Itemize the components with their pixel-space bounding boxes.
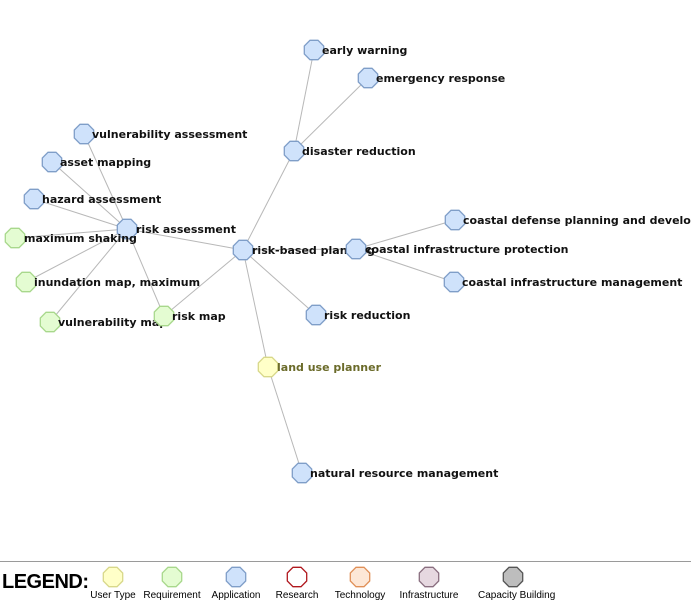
legend-swatch-icon [225, 566, 247, 588]
node-marker [23, 188, 45, 210]
node-marker [444, 209, 466, 231]
edge-risk_based_planning-coastal_infra_protection [242, 248, 357, 251]
legend-item-application: Application [201, 565, 271, 601]
edge-maximum_shaking-risk_assessment [14, 228, 128, 239]
node-marker [357, 67, 379, 89]
node-inundation-map[interactable]: inundation map, maximum [15, 271, 200, 293]
node-risk-assessment[interactable]: risk assessment [116, 218, 236, 240]
legend-swatch-icon [161, 566, 183, 588]
legend-swatch-icon [418, 566, 440, 588]
node-land-use-planner[interactable]: land use planner [257, 356, 382, 378]
node-coastal-infra-management[interactable]: coastal infrastructure management [443, 271, 682, 293]
node-risk-map[interactable]: risk map [153, 305, 226, 327]
legend-item-research: Research [262, 565, 332, 601]
node-label: inundation map, maximum [34, 276, 200, 289]
node-label: emergency response [376, 72, 505, 85]
legend-swatch-icon [102, 566, 124, 588]
edge-vulnerability_assessment-risk_assessment [83, 133, 128, 230]
legend-item-user: User Type [78, 565, 148, 601]
node-label: risk assessment [136, 223, 236, 236]
node-emergency-response[interactable]: emergency response [357, 67, 505, 89]
node-marker [116, 218, 138, 240]
edge-hazard_assessment-risk_assessment [33, 198, 128, 230]
edge-risk_based_planning-land_use_planner [242, 249, 269, 368]
node-label: maximum shaking [24, 232, 137, 245]
node-coastal-infra-protection[interactable]: coastal infrastructure protection [345, 238, 568, 260]
legend-swatch-icon [286, 566, 308, 588]
node-natural-resource-management[interactable]: natural resource management [291, 462, 498, 484]
legend-label: User Type [90, 590, 136, 601]
node-label: vulnerability map [58, 316, 167, 329]
node-marker [39, 311, 61, 333]
node-coastal-defense[interactable]: coastal defense planning and development [444, 209, 691, 231]
node-label: asset mapping [60, 156, 151, 169]
node-risk-based-planning[interactable]: risk-based planning [232, 239, 375, 261]
node-label: vulnerability assessment [92, 128, 247, 141]
node-asset-mapping[interactable]: asset mapping [41, 151, 151, 173]
edge-disaster_reduction-risk_based_planning [242, 150, 295, 251]
legend-label: Application [211, 590, 261, 601]
node-marker [41, 151, 63, 173]
node-label: coastal defense planning and development [463, 214, 691, 227]
node-vulnerability-map[interactable]: vulnerability map [39, 311, 167, 333]
legend-title: LEGEND: [2, 571, 89, 593]
node-disaster-reduction[interactable]: disaster reduction [283, 140, 416, 162]
node-marker [443, 271, 465, 293]
node-marker [303, 39, 325, 61]
node-marker [291, 462, 313, 484]
legend-label: Research [275, 590, 319, 601]
edge-land_use_planner-natural_resource_management [267, 366, 303, 474]
node-marker [232, 239, 254, 261]
node-label: natural resource management [310, 467, 498, 480]
node-marker [153, 305, 175, 327]
legend-label: Technology [334, 590, 386, 601]
legend-label: Requirement [143, 590, 201, 601]
edge-risk_map-risk_assessment [126, 228, 165, 317]
node-label: risk-based planning [252, 244, 375, 257]
edge-inundation_map-risk_assessment [25, 228, 128, 283]
node-marker [4, 227, 26, 249]
legend-swatch-icon [502, 566, 524, 588]
legend-item-requirement: Requirement [137, 565, 207, 601]
node-label: hazard assessment [42, 193, 161, 206]
edge-risk_map-risk_based_planning [163, 249, 244, 317]
graph-edges [14, 49, 456, 474]
edge-risk_based_planning-risk_reduction [242, 249, 317, 316]
node-early-warning[interactable]: early warning [303, 39, 407, 61]
node-maximum-shaking[interactable]: maximum shaking [4, 227, 137, 249]
edge-asset_mapping-risk_assessment [51, 161, 128, 230]
network-graph: early warning emergency response vulnerabi… [4, 39, 691, 484]
legend-swatch-icon [349, 566, 371, 588]
node-marker [15, 271, 37, 293]
node-label: coastal infrastructure protection [365, 243, 568, 256]
node-marker [305, 304, 327, 326]
legend-label: Capacity Building [478, 590, 556, 601]
legend-item-capacity: Capacity Building [478, 565, 556, 601]
node-label: risk reduction [324, 309, 410, 322]
node-marker [345, 238, 367, 260]
legend-divider [0, 561, 691, 562]
node-label: disaster reduction [302, 145, 416, 158]
node-risk-reduction[interactable]: risk reduction [305, 304, 410, 326]
edge-emergency_response-disaster_reduction [293, 77, 369, 152]
node-label: risk map [172, 310, 226, 323]
graph-nodes: early warning emergency response vulnerabi… [4, 39, 691, 484]
node-marker [283, 140, 305, 162]
legend-item-infrastructure: Infrastructure [394, 565, 464, 601]
edge-coastal_infra_management-coastal_infra_protection [355, 248, 455, 283]
node-marker [257, 356, 279, 378]
edge-vulnerability_map-risk_assessment [49, 228, 128, 323]
node-vulnerability-assessment[interactable]: vulnerability assessment [73, 123, 247, 145]
node-marker [73, 123, 95, 145]
edge-risk_assessment-risk_based_planning [126, 228, 244, 251]
edge-coastal_defense-coastal_infra_protection [355, 219, 456, 250]
legend-label: Infrastructure [399, 590, 459, 601]
node-hazard-assessment[interactable]: hazard assessment [23, 188, 161, 210]
legend-item-technology: Technology [325, 565, 395, 601]
edge-early_warning-disaster_reduction [293, 49, 315, 152]
node-label: early warning [322, 44, 407, 57]
node-label: coastal infrastructure management [462, 276, 682, 289]
node-label: land use planner [277, 361, 382, 374]
